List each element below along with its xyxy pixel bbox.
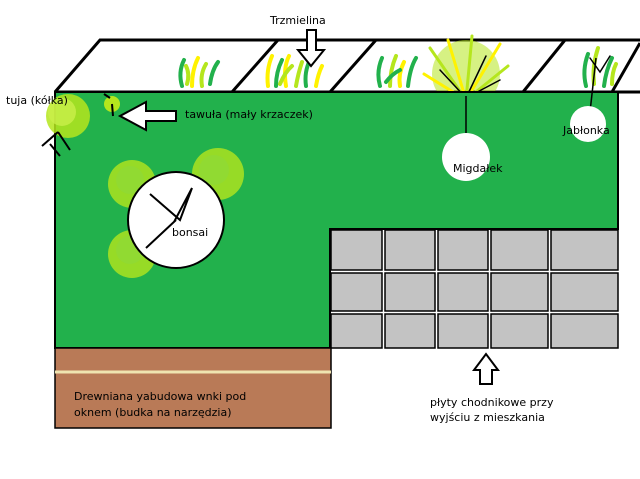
label-bonsai: bonsai	[172, 226, 208, 239]
label-plyty-line2: wyjściu z mieszkania	[430, 411, 545, 424]
label-budka-line1: Drewniana yabudowa wnki pod	[74, 390, 246, 403]
tawula	[103, 93, 120, 117]
arrow-trzmielina	[295, 29, 327, 68]
jablonka-crown	[582, 46, 618, 88]
shrub-2	[265, 54, 324, 88]
label-tawula: tawuła (mały krzaczek)	[185, 108, 313, 121]
arrow-tawula	[117, 100, 177, 132]
jablonka-trunk	[589, 57, 597, 113]
fence-bed	[53, 38, 640, 94]
label-plyty-line1: płyty chodnikowe przy	[430, 396, 554, 409]
bonsai	[127, 171, 225, 269]
label-jablonka: Jabłonka	[562, 124, 610, 137]
migdalek-circle	[442, 133, 490, 181]
shrub-1	[178, 56, 220, 88]
shrub-3	[376, 54, 418, 88]
label-trzmielina: Trzmielina	[269, 14, 326, 27]
label-migdalek: Migdałek	[453, 162, 503, 175]
label-budka-line2: oknem (budka na narzędzia)	[74, 406, 232, 419]
trzmielina-shrubs	[178, 54, 418, 88]
tuja	[41, 94, 90, 157]
label-tuja: tuja (kółka)	[6, 94, 68, 107]
paving-tiles	[330, 229, 619, 349]
arrow-plyty	[472, 352, 500, 385]
jablonka-circle	[570, 106, 606, 142]
wooden-shed	[54, 347, 332, 429]
bonsai-foliage	[108, 148, 244, 278]
